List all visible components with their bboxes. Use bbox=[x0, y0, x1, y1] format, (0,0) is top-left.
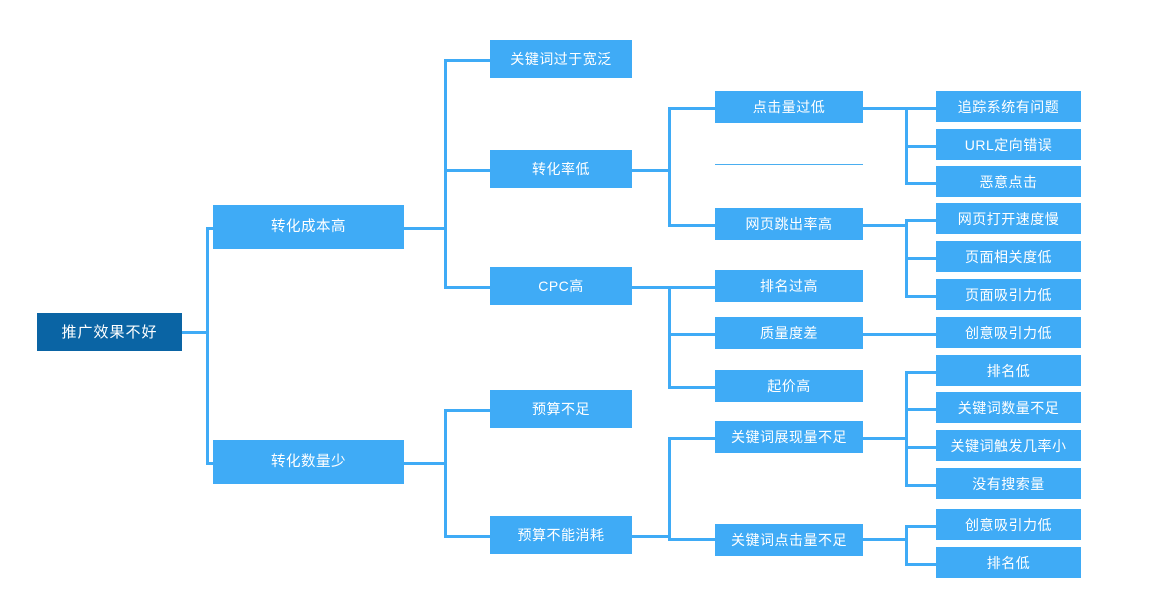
node-l5-7[interactable]: 创意吸引力低 bbox=[936, 317, 1081, 348]
node-l5-1[interactable]: 追踪系统有问题 bbox=[936, 91, 1081, 122]
connector-c-l4c-spine bbox=[668, 437, 671, 538]
connector-c-l3-3-out bbox=[632, 286, 670, 289]
connector-c-l5-4-in bbox=[905, 219, 938, 222]
node-l3-5[interactable]: 预算不能消耗 bbox=[490, 516, 632, 554]
connector-c-l5-12-in bbox=[905, 525, 938, 528]
connector-c-l4b-spine bbox=[668, 286, 671, 386]
connector-c-l3-4-in bbox=[444, 409, 491, 412]
connector-c-l2-spine bbox=[206, 227, 209, 463]
node-l3-1[interactable]: 关键词过于宽泛 bbox=[490, 40, 632, 78]
node-l4-1[interactable]: 点击量过低 bbox=[715, 91, 863, 123]
connector-c-l5d-spine bbox=[905, 525, 908, 563]
node-l4-7[interactable]: 关键词展现量不足 bbox=[715, 421, 863, 453]
connector-c-l5-8-in bbox=[905, 371, 938, 374]
node-l5-2[interactable]: URL定向错误 bbox=[936, 129, 1081, 160]
connector-c-l5-6-in bbox=[905, 295, 938, 298]
connector-c-l5-13-in bbox=[905, 563, 938, 566]
connector-c-l4-4-in bbox=[668, 286, 716, 289]
connector-c-l5-3-in bbox=[905, 182, 938, 185]
node-l5-12[interactable]: 创意吸引力低 bbox=[936, 509, 1081, 540]
connector-c-l4-1-in bbox=[668, 107, 716, 110]
connector-c-l3-3-in bbox=[444, 286, 491, 289]
connector-c-l5c-spine bbox=[905, 371, 908, 484]
connector-c-l5-5-in bbox=[905, 257, 938, 260]
connector-c-l5-11-in bbox=[905, 484, 938, 487]
node-l5-13[interactable]: 排名低 bbox=[936, 547, 1081, 578]
connector-c-l2-1-in bbox=[206, 227, 215, 230]
connector-c-l5-10-in bbox=[905, 446, 938, 449]
connector-c-l2-1-out bbox=[404, 227, 447, 230]
connector-c-l4-5-in bbox=[668, 333, 716, 336]
node-l5-11[interactable]: 没有搜索量 bbox=[936, 468, 1081, 499]
node-l2-1[interactable]: 转化成本高 bbox=[213, 205, 404, 249]
connector-c-l2-2-in bbox=[206, 462, 215, 465]
connector-c-l3b-spine bbox=[444, 409, 447, 536]
connector-c-l4a-spine bbox=[668, 107, 671, 225]
connector-c-l3-1-in bbox=[444, 59, 491, 62]
node-l3-3[interactable]: CPC高 bbox=[490, 267, 632, 305]
node-l5-6[interactable]: 页面吸引力低 bbox=[936, 279, 1081, 310]
node-l5-9[interactable]: 关键词数量不足 bbox=[936, 392, 1081, 423]
connector-c-l3-2-in bbox=[444, 169, 491, 172]
node-l4-5[interactable]: 质量度差 bbox=[715, 317, 863, 349]
connector-c-l4-8-out bbox=[863, 538, 907, 541]
node-blank-l4-2[interactable] bbox=[715, 133, 863, 165]
connector-c-l5-2-in bbox=[905, 145, 938, 148]
connector-c-l4-3-in bbox=[668, 224, 716, 227]
connector-c-l4-3-out bbox=[863, 224, 907, 227]
connector-c-l3a-spine bbox=[444, 59, 447, 287]
node-l5-4[interactable]: 网页打开速度慢 bbox=[936, 203, 1081, 234]
connector-c-l3-5-in bbox=[444, 535, 491, 538]
root-node[interactable]: 推广效果不好 bbox=[37, 313, 182, 351]
node-l5-3[interactable]: 恶意点击 bbox=[936, 166, 1081, 197]
node-l4-8[interactable]: 关键词点击量不足 bbox=[715, 524, 863, 556]
node-l2-2[interactable]: 转化数量少 bbox=[213, 440, 404, 484]
connector-c-l5-1-in bbox=[905, 107, 938, 110]
connector-c-l5a-spine bbox=[905, 107, 908, 182]
node-l4-3[interactable]: 网页跳出率高 bbox=[715, 208, 863, 240]
node-l3-2[interactable]: 转化率低 bbox=[490, 150, 632, 188]
connector-c-l4-8-in bbox=[668, 538, 716, 541]
connector-c-l2-2-out bbox=[404, 462, 447, 465]
connector-c-l5-9-in bbox=[905, 408, 938, 411]
node-l5-8[interactable]: 排名低 bbox=[936, 355, 1081, 386]
node-l4-6[interactable]: 起价高 bbox=[715, 370, 863, 402]
connector-c-root-out bbox=[182, 331, 209, 334]
node-l5-5[interactable]: 页面相关度低 bbox=[936, 241, 1081, 272]
connector-c-l3-2-out bbox=[632, 169, 670, 172]
connector-c-l4-6-in bbox=[668, 386, 716, 389]
connector-c-l4-7-in bbox=[668, 437, 716, 440]
node-l5-10[interactable]: 关键词触发几率小 bbox=[936, 430, 1081, 461]
connector-c-l3-5-out bbox=[632, 535, 670, 538]
node-l4-4[interactable]: 排名过高 bbox=[715, 270, 863, 302]
connector-c-l4-7-out bbox=[863, 437, 907, 440]
node-l3-4[interactable]: 预算不足 bbox=[490, 390, 632, 428]
connector-c-l4-5-out bbox=[863, 333, 938, 336]
connector-c-l4-1-out bbox=[863, 107, 907, 110]
